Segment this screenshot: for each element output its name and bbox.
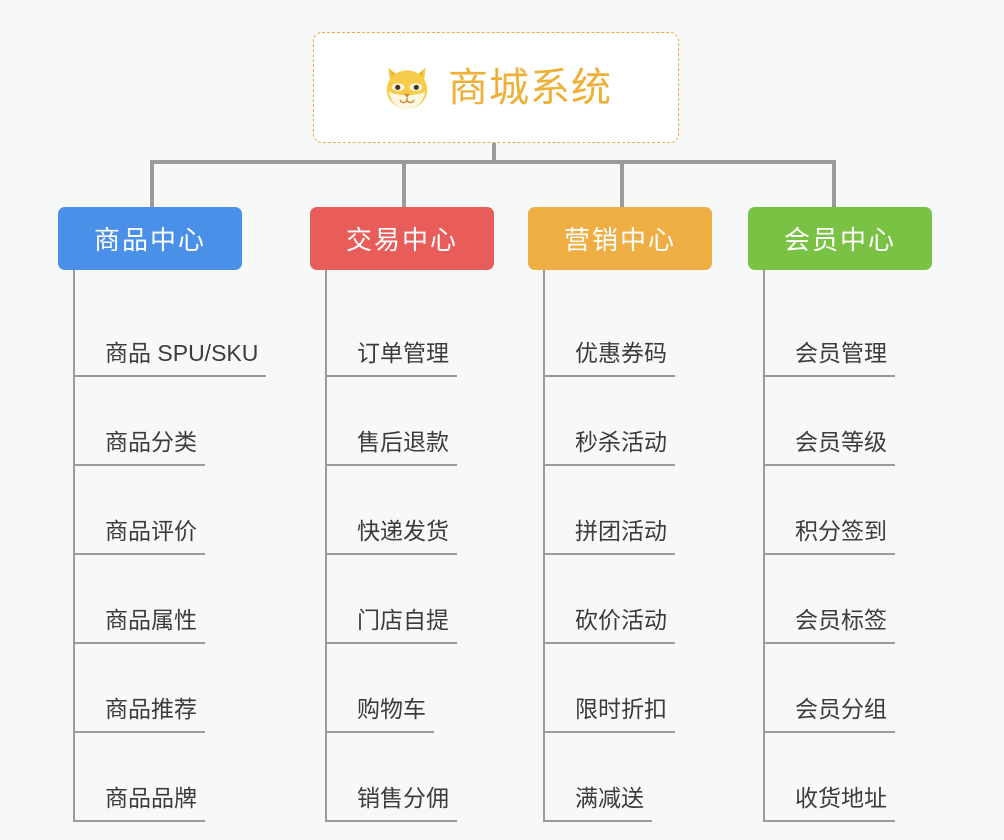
- list-item[interactable]: 商品属性: [75, 555, 266, 644]
- leaf-label: 商品品牌: [75, 784, 205, 822]
- leaf-label: 门店自提: [327, 606, 457, 644]
- connector-drop-branch-1: [150, 160, 154, 207]
- leaf-list-trade-center: 订单管理 售后退款 快递发货 门店自提 购物车 销售分佣: [325, 270, 494, 822]
- leaf-label: 会员等级: [765, 428, 895, 466]
- leaf-label: 会员标签: [765, 606, 895, 644]
- leaf-label: 售后退款: [327, 428, 457, 466]
- root-node-title: 商城系统: [448, 65, 612, 110]
- list-item[interactable]: 购物车: [327, 644, 494, 733]
- branch-header-trade-center[interactable]: 交易中心: [310, 207, 494, 270]
- list-item[interactable]: 会员标签: [765, 555, 932, 644]
- leaf-label: 商品属性: [75, 606, 205, 644]
- list-item[interactable]: 订单管理: [327, 288, 494, 377]
- leaf-list-product-center: 商品 SPU/SKU 商品分类 商品评价 商品属性 商品推荐 商品品牌: [73, 270, 267, 822]
- list-item[interactable]: 积分签到: [765, 466, 932, 555]
- leaf-label: 商品分类: [75, 428, 205, 466]
- branch-header-label: 会员中心: [783, 225, 896, 255]
- list-item[interactable]: 秒杀活动: [545, 377, 712, 466]
- leaf-label: 砍价活动: [545, 606, 675, 644]
- leaf-label: 购物车: [327, 695, 434, 733]
- list-item[interactable]: 售后退款: [327, 377, 494, 466]
- leaf-label: 收货地址: [765, 784, 895, 822]
- list-item[interactable]: 会员管理: [765, 288, 932, 377]
- leaf-label: 满减送: [545, 784, 652, 822]
- list-item[interactable]: 快递发货: [327, 466, 494, 555]
- branch-header-label: 商品中心: [93, 225, 206, 255]
- leaf-label: 积分签到: [765, 517, 895, 555]
- connector-drop-branch-3: [620, 160, 624, 207]
- branch-marketing-center: 营销中心 优惠券码 秒杀活动 拼团活动 砍价活动 限时折扣 满减送: [528, 207, 712, 822]
- connector-drop-branch-2: [402, 160, 406, 207]
- list-item[interactable]: 商品评价: [75, 466, 266, 555]
- list-item[interactable]: 门店自提: [327, 555, 494, 644]
- list-item[interactable]: 拼团活动: [545, 466, 712, 555]
- list-item[interactable]: 商品推荐: [75, 644, 266, 733]
- connector-root-stem: [492, 143, 496, 162]
- branch-header-product-center[interactable]: 商品中心: [58, 207, 242, 270]
- leaf-label: 订单管理: [327, 339, 457, 377]
- leaf-label: 会员管理: [765, 339, 895, 377]
- leaf-label: 优惠券码: [545, 339, 675, 377]
- list-item[interactable]: 收货地址: [765, 733, 932, 822]
- branch-header-label: 营销中心: [563, 225, 676, 255]
- list-item[interactable]: 优惠券码: [545, 288, 712, 377]
- branch-product-center: 商品中心 商品 SPU/SKU 商品分类 商品评价 商品属性 商品推荐 商品品牌: [58, 207, 267, 822]
- list-item[interactable]: 销售分佣: [327, 733, 494, 822]
- branch-header-marketing-center[interactable]: 营销中心: [528, 207, 712, 270]
- list-item[interactable]: 商品 SPU/SKU: [75, 288, 267, 377]
- branch-member-center: 会员中心 会员管理 会员等级 积分签到 会员标签 会员分组 收货地址: [748, 207, 932, 822]
- leaf-label: 快递发货: [327, 517, 457, 555]
- list-item[interactable]: 商品分类: [75, 377, 266, 466]
- root-node-shop-system[interactable]: 商城系统: [313, 32, 679, 143]
- leaf-list-member-center: 会员管理 会员等级 积分签到 会员标签 会员分组 收货地址: [763, 270, 932, 822]
- leaf-list-marketing-center: 优惠券码 秒杀活动 拼团活动 砍价活动 限时折扣 满减送: [543, 270, 712, 822]
- branch-header-member-center[interactable]: 会员中心: [748, 207, 932, 270]
- list-item[interactable]: 会员等级: [765, 377, 932, 466]
- list-item[interactable]: 会员分组: [765, 644, 932, 733]
- leaf-label: 销售分佣: [327, 784, 457, 822]
- branch-header-label: 交易中心: [345, 225, 458, 255]
- connector-horizontal-bar: [150, 160, 834, 164]
- list-item[interactable]: 满减送: [545, 733, 712, 822]
- branch-trade-center: 交易中心 订单管理 售后退款 快递发货 门店自提 购物车 销售分佣: [310, 207, 494, 822]
- leaf-label: 限时折扣: [545, 695, 675, 733]
- leaf-label: 商品推荐: [75, 695, 205, 733]
- connector-drop-branch-4: [832, 160, 836, 207]
- leaf-label: 会员分组: [765, 695, 895, 733]
- list-item[interactable]: 限时折扣: [545, 644, 712, 733]
- leaf-label: 商品评价: [75, 517, 205, 555]
- leaf-label: 拼团活动: [545, 517, 675, 555]
- leaf-label: 秒杀活动: [545, 428, 675, 466]
- shiba-dog-face-icon: [386, 67, 428, 111]
- leaf-label: 商品 SPU/SKU: [75, 339, 267, 377]
- list-item[interactable]: 砍价活动: [545, 555, 712, 644]
- list-item[interactable]: 商品品牌: [75, 733, 266, 822]
